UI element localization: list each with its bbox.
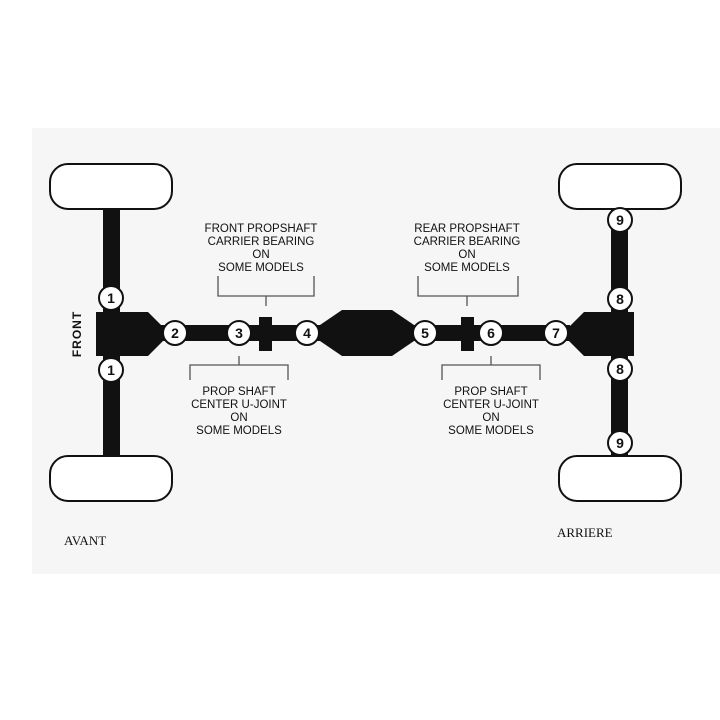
point-transfer-case-rear: 5 [412,320,438,346]
front-bearing-label-line-4: SOME MODELS [218,262,304,274]
point-rear-axle-bottom-outer: 9 [607,430,633,456]
caption-rear: ARRIERE [557,525,613,540]
rear-bearing-label-line-3: ON [458,249,475,261]
svg-text:1: 1 [107,362,115,378]
front-left-wheel [49,163,173,210]
front-side-label: FRONT [70,311,84,357]
svg-text:9: 9 [616,435,624,451]
front-bearing-label-line-2: CARRIER BEARING [208,236,315,248]
front-ujoint-label-line-2: CENTER U-JOINT [191,399,287,411]
rear-bearing-label-line-2: CARRIER BEARING [414,236,521,248]
rear-bearing-label-line-1: REAR PROPSHAFT [414,223,519,235]
front-ujoint-label-line-3: ON [230,412,247,424]
point-rear-axle-top-inner: 8 [607,286,633,312]
svg-text:9: 9 [616,212,624,228]
point-front-diff-output: 2 [162,320,188,346]
rear-differential [566,312,634,356]
svg-text:7: 7 [552,325,560,341]
point-front-axle-top: 1 [98,285,124,311]
rear-right-wheel [558,455,682,502]
svg-text:4: 4 [303,325,311,341]
front-ujoint-label-line-1: PROP SHAFT [202,386,275,398]
rear-ujoint-label-line-4: SOME MODELS [448,425,534,437]
front-right-wheel [49,455,173,502]
svg-text:8: 8 [616,291,624,307]
point-front-shaft-ujoint: 3 [226,320,252,346]
front-ujoint-label-line-4: SOME MODELS [196,425,282,437]
rear-left-wheel [558,163,682,210]
caption-front: AVANT [64,533,107,548]
front-bearing-label-line-3: ON [252,249,269,261]
svg-text:2: 2 [171,325,179,341]
svg-text:8: 8 [616,361,624,377]
svg-text:1: 1 [107,290,115,306]
rear-ujoint-label-line-1: PROP SHAFT [454,386,527,398]
svg-text:3: 3 [235,325,243,341]
rear-bearing-label-line-4: SOME MODELS [424,262,510,274]
point-rear-shaft-ujoint: 6 [478,320,504,346]
point-rear-axle-bottom-inner: 8 [607,356,633,382]
transfer-case [320,310,414,356]
svg-text:5: 5 [421,325,429,341]
leader-lines [189,276,541,380]
point-rear-diff-input: 7 [543,320,569,346]
rear-ujoint-label-line-3: ON [482,412,499,424]
front-differential [96,312,166,356]
front-bearing-label-line-1: FRONT PROPSHAFT [205,223,318,235]
rear-ujoint-label-line-2: CENTER U-JOINT [443,399,539,411]
point-transfer-case-front: 4 [294,320,320,346]
point-rear-axle-top-outer: 9 [607,207,633,233]
svg-text:6: 6 [487,325,495,341]
point-front-axle-bottom: 1 [98,357,124,383]
